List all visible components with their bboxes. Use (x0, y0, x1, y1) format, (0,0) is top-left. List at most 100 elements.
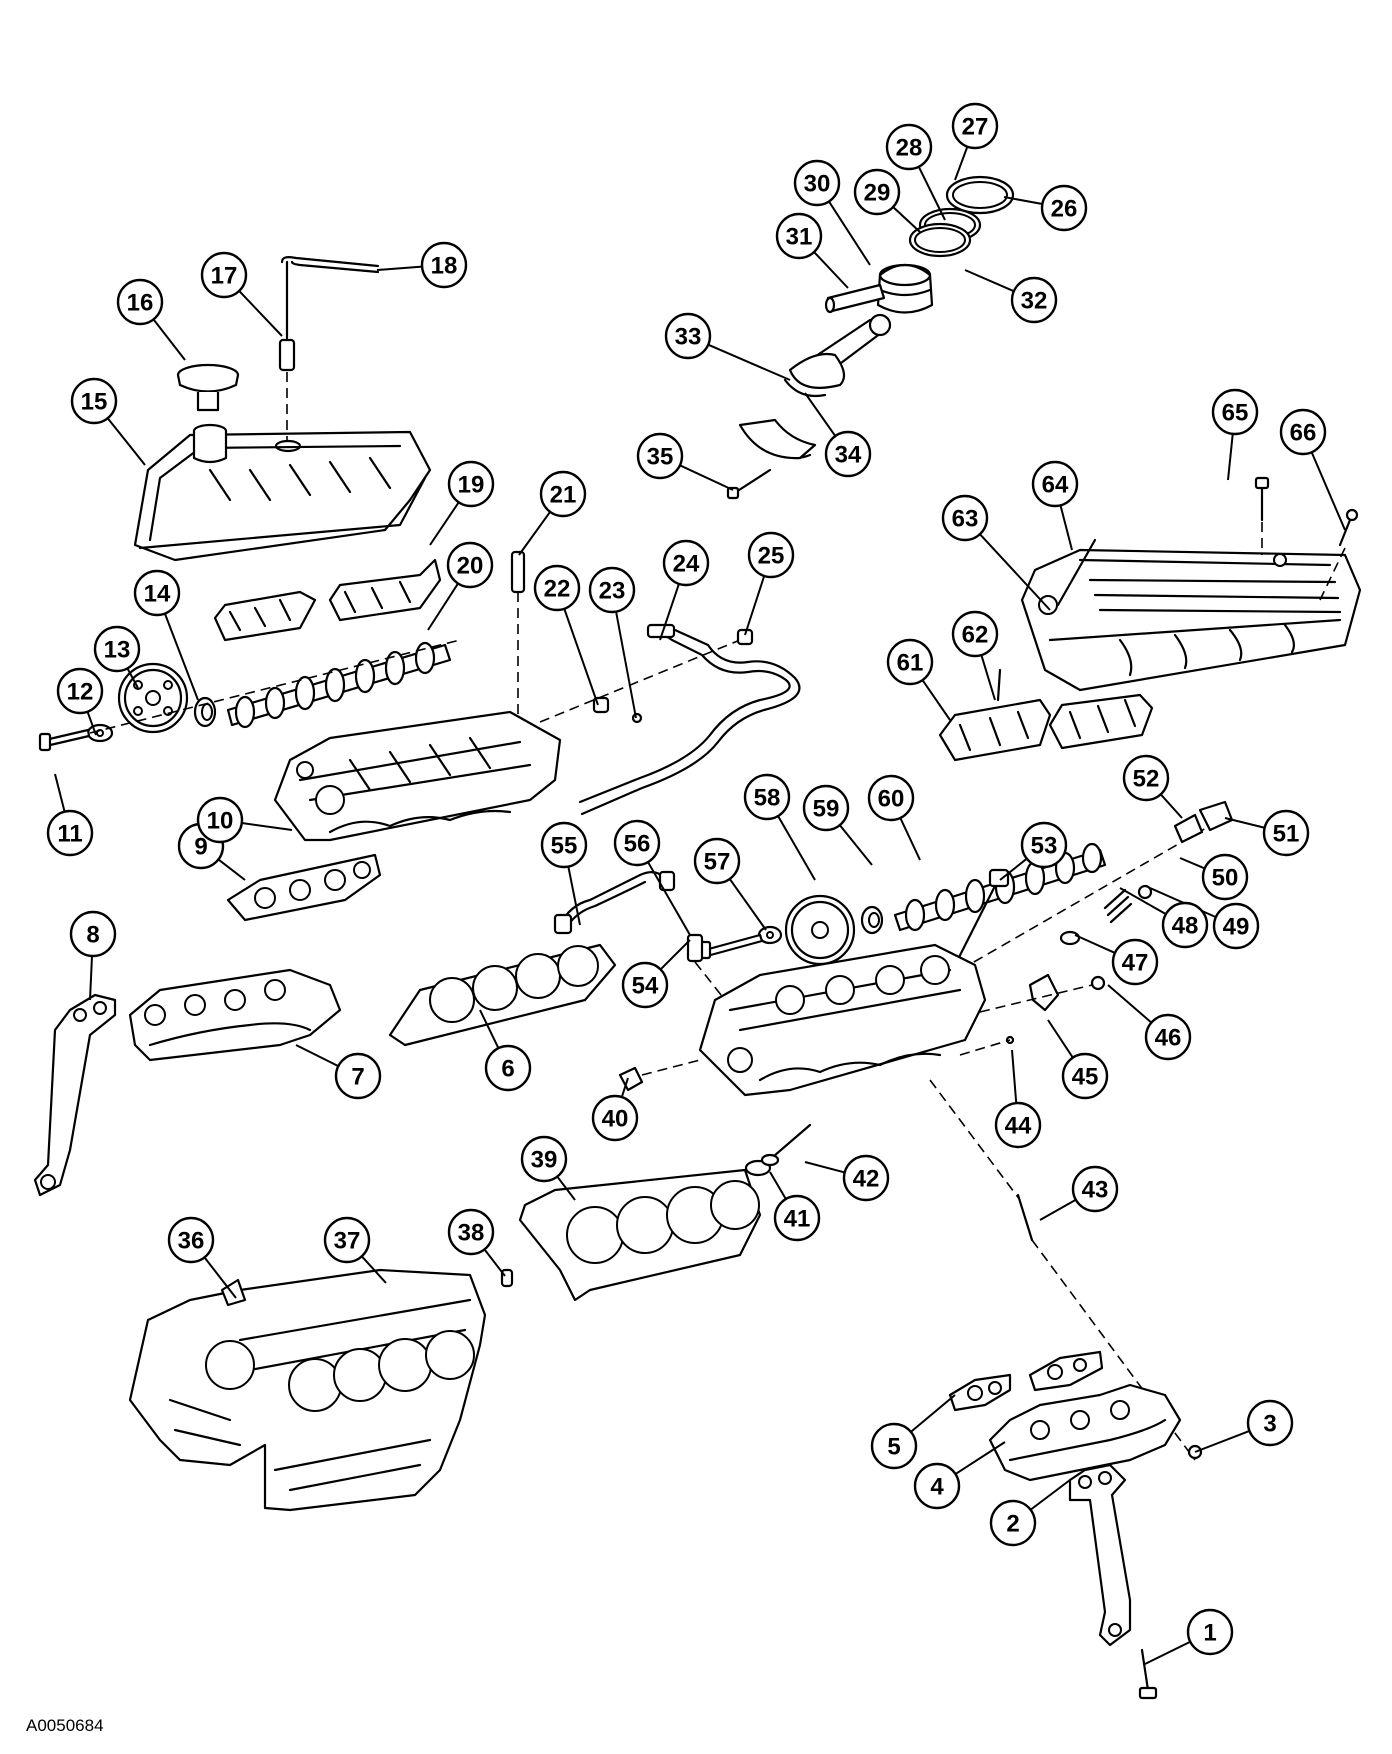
connecting-rod-bolt (726, 468, 772, 500)
callout-leader-5 (910, 1394, 956, 1433)
right-cylinder-head (698, 943, 987, 1097)
callout-leader-43 (1039, 1198, 1077, 1221)
callout-53: 53 (1020, 821, 1068, 869)
callout-circle (886, 638, 934, 686)
callout-circle (520, 1135, 568, 1183)
callout-11: 11 (46, 809, 94, 857)
callout-leader-66 (1310, 451, 1346, 531)
callout-30: 30 (793, 159, 841, 207)
callout-12: 12 (56, 667, 104, 715)
callout-49: 49 (1212, 902, 1260, 950)
callout-circle (773, 1194, 821, 1242)
callout-number: 3 (1263, 1411, 1276, 1438)
callout-circle (446, 541, 494, 589)
callout-circle (56, 667, 104, 715)
callout-leader-60 (899, 817, 921, 861)
callout-number: 43 (1082, 1177, 1109, 1204)
callout-leader-46 (1107, 984, 1153, 1024)
callout-circle (747, 531, 795, 579)
callout-circle (167, 1216, 215, 1264)
left-exhaust-manifold (128, 968, 342, 1062)
callout-circle (989, 1499, 1037, 1547)
callout-23: 23 (588, 566, 636, 614)
callout-number: 15 (81, 389, 108, 416)
callout-leader-3 (1194, 1430, 1250, 1453)
callout-circle (693, 837, 741, 885)
connecting-rod-cap (738, 418, 817, 460)
callout-leader-38 (483, 1248, 506, 1277)
callout-number: 19 (458, 472, 485, 499)
figure-code: A0050684 (26, 1716, 104, 1735)
left-camshaft-seal (193, 696, 217, 728)
callout-number: 45 (1072, 1064, 1099, 1091)
callout-number: 23 (599, 578, 626, 605)
camshaft-position-sensor-harness (553, 870, 676, 935)
callout-number: 16 (127, 290, 154, 317)
callout-number: 33 (675, 324, 702, 351)
callout-circle (793, 159, 841, 207)
callout-27: 27 (951, 102, 999, 150)
callout-number: 5 (887, 1434, 900, 1461)
left-camshaft-sprocket (117, 662, 189, 734)
callout-leader-1 (1144, 1640, 1191, 1665)
callout-circle (200, 251, 248, 299)
callout-circle (447, 1208, 495, 1256)
callout-25: 25 (747, 531, 795, 579)
callout-leader-32 (964, 269, 1015, 293)
callout-29: 29 (853, 168, 901, 216)
callout-44: 44 (994, 1101, 1042, 1149)
callout-leader-30 (828, 200, 871, 266)
callout-65: 65 (1211, 388, 1259, 436)
callout-number: 35 (647, 444, 674, 471)
callout-circle (1031, 460, 1079, 508)
left-rocker-arm-carriers (213, 558, 442, 642)
callout-leader-18 (376, 265, 423, 271)
callout-leader-26 (1003, 196, 1043, 206)
piston-pin (824, 283, 886, 314)
callout-leader-45 (1047, 1019, 1074, 1059)
callout-leader-47 (1074, 934, 1116, 954)
callout-circle (1010, 276, 1058, 324)
callout-3: 3 (1246, 1399, 1294, 1447)
callout-47: 47 (1111, 938, 1159, 986)
callout-circle (46, 809, 94, 857)
callout-leader-41 (769, 1171, 787, 1200)
callout-6: 6 (484, 1044, 532, 1092)
callout-number: 56 (624, 831, 651, 858)
callout-leader-21 (518, 511, 551, 556)
right-head-gasket (518, 1168, 762, 1302)
callout-leader-7 (295, 1044, 339, 1068)
callout-circle (1071, 1165, 1119, 1213)
callout-leader-9 (217, 858, 246, 881)
callout-circle (1122, 754, 1170, 802)
callout-43: 43 (1071, 1165, 1119, 1213)
callout-circle (824, 430, 872, 478)
callout-leader-42 (804, 1161, 845, 1174)
callout-circle (885, 123, 933, 171)
callout-57: 57 (693, 837, 741, 885)
callout-number: 51 (1273, 821, 1300, 848)
callout-circle (1061, 1052, 1109, 1100)
callout-circle (539, 470, 587, 518)
callout-number: 21 (550, 482, 577, 509)
callout-number: 44 (1005, 1113, 1032, 1140)
callout-13: 13 (93, 625, 141, 673)
callout-24: 24 (662, 539, 710, 587)
callout-4: 4 (913, 1462, 961, 1510)
callout-circle (420, 241, 468, 289)
callout-22: 22 (533, 564, 581, 612)
callout-leader-51 (1224, 817, 1265, 829)
callout-number: 37 (334, 1228, 361, 1255)
valve-and-seal (744, 1123, 812, 1177)
callout-1: 1 (1186, 1608, 1234, 1656)
engine-block (128, 1268, 487, 1512)
callout-leader-22 (563, 608, 599, 706)
left-valve-cover (133, 423, 432, 562)
callout-leader-65 (1227, 433, 1234, 481)
callout-leader-59 (839, 824, 873, 866)
callout-circle (853, 168, 901, 216)
callout-leader-11 (54, 773, 66, 812)
callout-number: 10 (207, 808, 234, 835)
callout-leader-35 (679, 464, 734, 491)
callout-59: 59 (802, 784, 850, 832)
